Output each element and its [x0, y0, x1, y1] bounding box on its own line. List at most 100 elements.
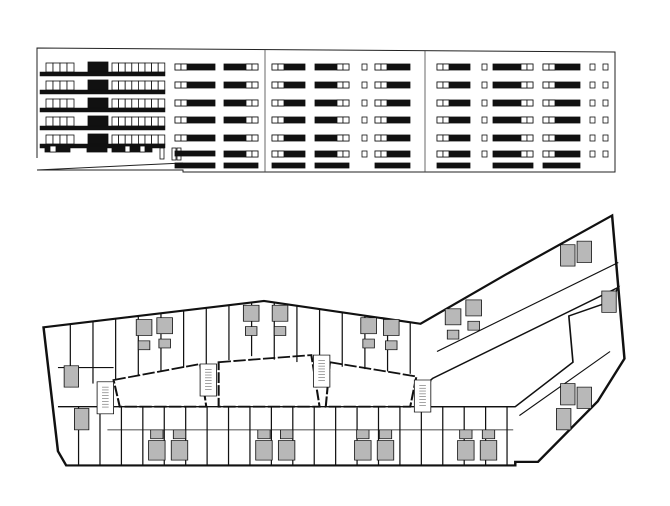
window-pane: [442, 134, 450, 142]
balcony-window: [111, 62, 119, 73]
window-pane: [245, 63, 253, 71]
window-pane: [542, 81, 550, 89]
balcony-window: [137, 62, 146, 73]
window-pane: [277, 116, 285, 124]
balcony-window: [118, 98, 126, 109]
kitchen-core: [459, 429, 473, 440]
small-window: [481, 81, 488, 89]
window-pane: [548, 99, 556, 107]
balcony-window: [59, 80, 68, 91]
stair-core-window: [87, 97, 109, 109]
balcony-window: [66, 80, 75, 91]
window-pane: [436, 81, 444, 89]
bathroom-core: [457, 440, 475, 461]
window-pane: [174, 81, 182, 89]
window-pane: [271, 150, 279, 158]
ground-window: [111, 145, 153, 153]
bathroom-core: [560, 244, 576, 267]
kitchen-core: [172, 429, 187, 440]
bathroom-core: [271, 304, 289, 322]
kitchen-core: [356, 429, 370, 440]
balcony-window: [111, 116, 119, 127]
balcony-window: [157, 116, 166, 127]
bathroom-core: [255, 440, 273, 461]
floor-plan: [42, 213, 626, 467]
window-pane: [271, 116, 279, 124]
balcony-window: [111, 98, 119, 109]
kitchen-core: [362, 338, 375, 349]
courtyard-east: [324, 361, 418, 408]
kitchen-core: [385, 340, 398, 351]
window-pane: [374, 116, 382, 124]
window-pane: [380, 63, 388, 71]
balcony-window: [59, 116, 68, 127]
window-pane: [245, 81, 253, 89]
window-pane: [277, 81, 285, 89]
window-pane: [374, 150, 382, 158]
balcony-window: [144, 134, 152, 145]
balcony-window: [151, 134, 159, 145]
balcony-slab: [39, 107, 166, 113]
balcony-window: [118, 80, 126, 91]
balcony-window: [124, 116, 133, 127]
window-pane: [442, 63, 450, 71]
ground-line: [36, 162, 184, 171]
kitchen-core: [378, 429, 393, 440]
window-pane: [526, 150, 534, 158]
window-pane: [271, 81, 279, 89]
bathroom-core: [576, 240, 592, 263]
small-window: [602, 63, 609, 71]
window-pane: [526, 134, 534, 142]
window-pane: [380, 99, 388, 107]
bathroom-core: [74, 408, 90, 431]
window-pane: [336, 81, 344, 89]
window-pane: [380, 116, 388, 124]
window-pane: [442, 150, 450, 158]
balcony-slab: [39, 89, 166, 95]
window-pane: [436, 99, 444, 107]
window-pane: [442, 99, 450, 107]
window-pane: [436, 116, 444, 124]
balcony-window: [52, 80, 61, 91]
balcony-window: [45, 80, 54, 91]
window-band: [492, 162, 534, 169]
window-pane: [271, 134, 279, 142]
small-window: [602, 116, 609, 124]
window-pane: [245, 116, 253, 124]
small-window: [589, 99, 596, 107]
small-window: [589, 116, 596, 124]
balcony-window: [131, 80, 139, 91]
small-window: [602, 99, 609, 107]
window-pane: [526, 81, 534, 89]
balcony-window: [157, 98, 166, 109]
window-pane: [180, 99, 188, 107]
balcony-slab: [39, 71, 166, 77]
bathroom-core: [360, 317, 377, 335]
kitchen-core: [467, 320, 480, 331]
bathroom-core: [576, 386, 592, 409]
balcony-window: [66, 116, 75, 127]
balcony-window: [144, 80, 152, 91]
balcony-window: [131, 62, 139, 73]
window-pane: [520, 116, 528, 124]
bathroom-core: [170, 440, 189, 461]
window-pane: [180, 81, 188, 89]
balcony-window: [137, 116, 146, 127]
bathroom-core: [63, 365, 79, 388]
window-pane: [442, 116, 450, 124]
window-pane: [271, 63, 279, 71]
stair-core-window: [87, 61, 109, 73]
window-pane: [245, 134, 253, 142]
balcony-window: [66, 134, 75, 145]
kitchen-core: [137, 340, 151, 351]
window-pane: [251, 99, 259, 107]
small-window: [361, 150, 368, 158]
kitchen-core: [257, 429, 271, 440]
window-band: [542, 162, 581, 169]
window-pane: [442, 81, 450, 89]
window-pane: [342, 81, 350, 89]
balcony-window: [151, 62, 159, 73]
window-pane: [548, 150, 556, 158]
balcony-window: [59, 134, 68, 145]
ground-window-pane: [49, 145, 57, 153]
